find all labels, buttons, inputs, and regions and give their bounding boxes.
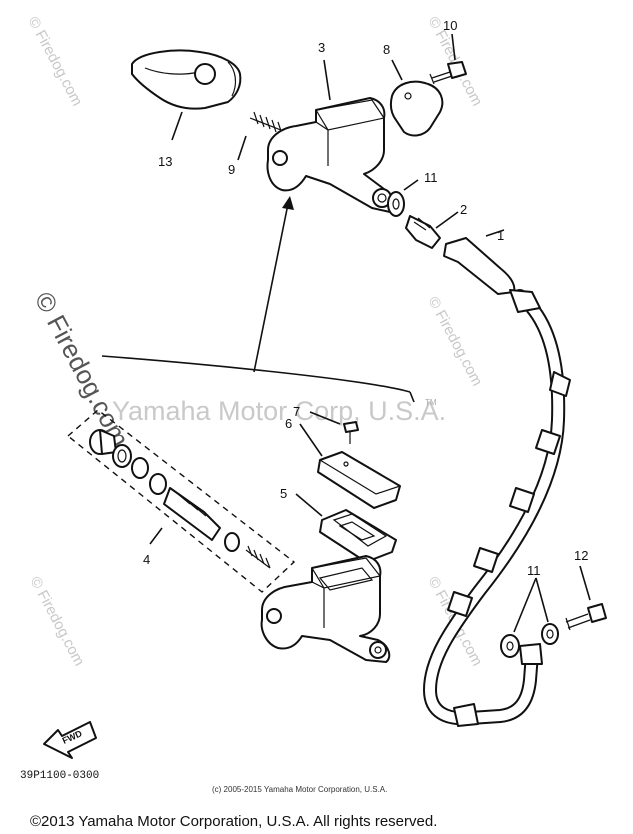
watermark-yamaha: Yamaha Motor Corp, U.S.A. — [112, 396, 446, 426]
small-copyright: (c) 2005-2015 Yamaha Motor Corporation, … — [212, 785, 387, 794]
callout-11-lower: 11 — [527, 563, 541, 578]
callout-11-upper: 11 — [424, 170, 438, 185]
part-4-piston-kit — [66, 409, 296, 593]
callout-10: 10 — [443, 18, 457, 33]
diagram-code: 39P1100-0300 — [20, 770, 99, 782]
part-12-bolt — [565, 565, 607, 631]
part-6-cap — [299, 423, 401, 509]
part-2-fitting — [405, 211, 459, 249]
callout-8: 8 — [383, 42, 390, 57]
part-13-cover — [131, 49, 242, 141]
callout-5: 5 — [280, 486, 287, 501]
master-cylinder-lower — [260, 555, 391, 663]
kit-leader-lines — [101, 196, 415, 403]
callout-7: 7 — [293, 404, 300, 419]
callout-13: 13 — [158, 154, 172, 169]
watermark-firedog: © Firedog.com — [24, 14, 85, 109]
callout-labels: 1 2 3 4 5 6 7 8 9 10 11 11 12 13 — [143, 18, 588, 578]
part-9-screw — [237, 111, 287, 161]
part-3-master-cylinder — [266, 59, 394, 213]
watermark-firedog: © Firedog.com — [424, 294, 485, 389]
footer-copyright: ©2013 Yamaha Motor Corporation, U.S.A. A… — [30, 813, 437, 830]
part-11-washers-lower — [500, 577, 559, 658]
fwd-arrow-icon: FWD — [43, 721, 97, 759]
part-8-clamp — [389, 59, 444, 137]
part-7-screw — [309, 411, 359, 444]
callout-6: 6 — [285, 416, 292, 431]
part-5-diaphragm — [295, 493, 397, 563]
part-1-brake-hose — [422, 229, 571, 727]
watermark-tm: TM — [425, 398, 437, 407]
callout-2: 2 — [460, 202, 467, 217]
callout-1: 1 — [497, 228, 504, 243]
callout-4: 4 — [143, 552, 150, 567]
part-10-bolt — [429, 33, 467, 85]
callout-3: 3 — [318, 40, 325, 55]
callout-12: 12 — [574, 548, 588, 563]
callout-9: 9 — [228, 162, 235, 177]
part-11-washer — [387, 179, 419, 217]
watermark-firedog: © Firedog.com — [26, 574, 87, 669]
